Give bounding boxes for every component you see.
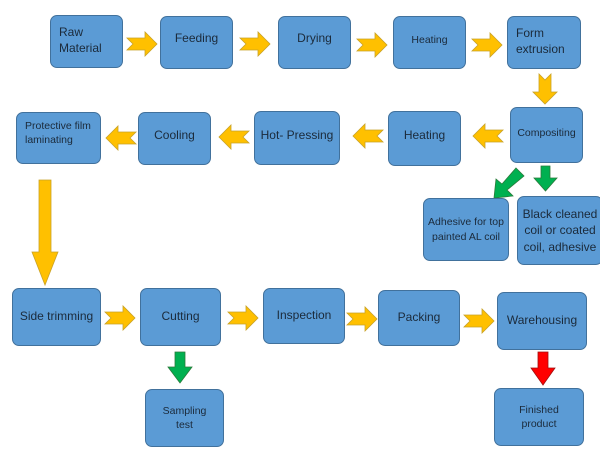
arrow-right-icon <box>126 31 158 57</box>
arrow-right-icon <box>227 305 259 331</box>
arrow-right-icon <box>239 31 271 57</box>
branch-adhesive-top-painted-al-coil: Adhesive for top painted AL coil <box>423 198 509 261</box>
step-side-trimming: Side trimming <box>12 288 101 346</box>
arrow-left-icon <box>352 123 384 149</box>
step-protective-film-laminating: Protective film laminating <box>16 112 101 164</box>
step-cutting: Cutting <box>140 288 221 346</box>
step-raw-material: Raw Material <box>50 15 123 68</box>
step-inspection: Inspection <box>263 288 345 344</box>
arrow-right-icon <box>471 32 503 58</box>
step-hot-pressing: Hot- Pressing <box>254 111 340 165</box>
branch-black-cleaned-coil: Black cleaned coil or coated coil, adhes… <box>517 196 600 265</box>
arrow-left-icon <box>105 125 137 151</box>
step-feeding: Feeding <box>160 16 233 69</box>
step-sampling-test: Sampling test <box>145 389 224 447</box>
step-form-extrusion: Form extrusion <box>507 16 581 69</box>
arrow-right-icon <box>104 305 136 331</box>
arrow-right-icon <box>463 308 495 334</box>
arrow-right-icon <box>346 306 378 332</box>
step-drying: Drying <box>278 16 351 69</box>
step-warehousing: Warehousing <box>497 292 587 350</box>
step-finished-product: Finished product <box>494 388 584 446</box>
arrow-down-icon <box>532 73 558 105</box>
step-cooling: Cooling <box>138 112 211 165</box>
step-compositing: Compositing <box>510 107 583 163</box>
arrow-down-red-icon <box>530 351 556 386</box>
step-heating-1: Heating <box>393 16 466 69</box>
arrow-right-icon <box>356 32 388 58</box>
arrow-down-green-icon <box>167 351 193 384</box>
arrow-down-long-icon <box>31 179 59 287</box>
arrow-down-green-icon <box>533 165 558 192</box>
arrow-diagonal-green-icon <box>493 167 525 199</box>
step-packing: Packing <box>378 290 460 346</box>
arrow-left-icon <box>218 124 250 150</box>
step-heating-2: Heating <box>388 111 461 166</box>
arrow-left-icon <box>472 123 504 149</box>
